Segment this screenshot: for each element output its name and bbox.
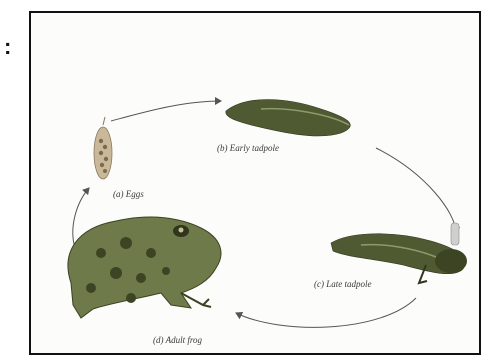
eggs-illustration	[94, 117, 112, 179]
early-tadpole-illustration	[226, 100, 350, 136]
arrow-early-to-late	[376, 148, 456, 233]
life-cycle-diagram	[31, 13, 479, 353]
arrow-late-to-adult	[236, 298, 416, 327]
adult-frog-illustration	[68, 217, 221, 318]
side-mark: :	[4, 34, 11, 60]
label-early-tadpole: (b) Early tadpole	[217, 143, 279, 153]
label-adult-frog: (d) Adult frog	[153, 335, 202, 345]
label-eggs: (a) Eggs	[113, 189, 144, 199]
life-cycle-figure: (a) Eggs (b) Early tadpole (c) Late tadp…	[29, 11, 481, 355]
label-late-tadpole: (c) Late tadpole	[314, 279, 372, 289]
late-tadpole-illustration	[331, 223, 467, 283]
arrow-eggs-to-early	[111, 101, 221, 121]
